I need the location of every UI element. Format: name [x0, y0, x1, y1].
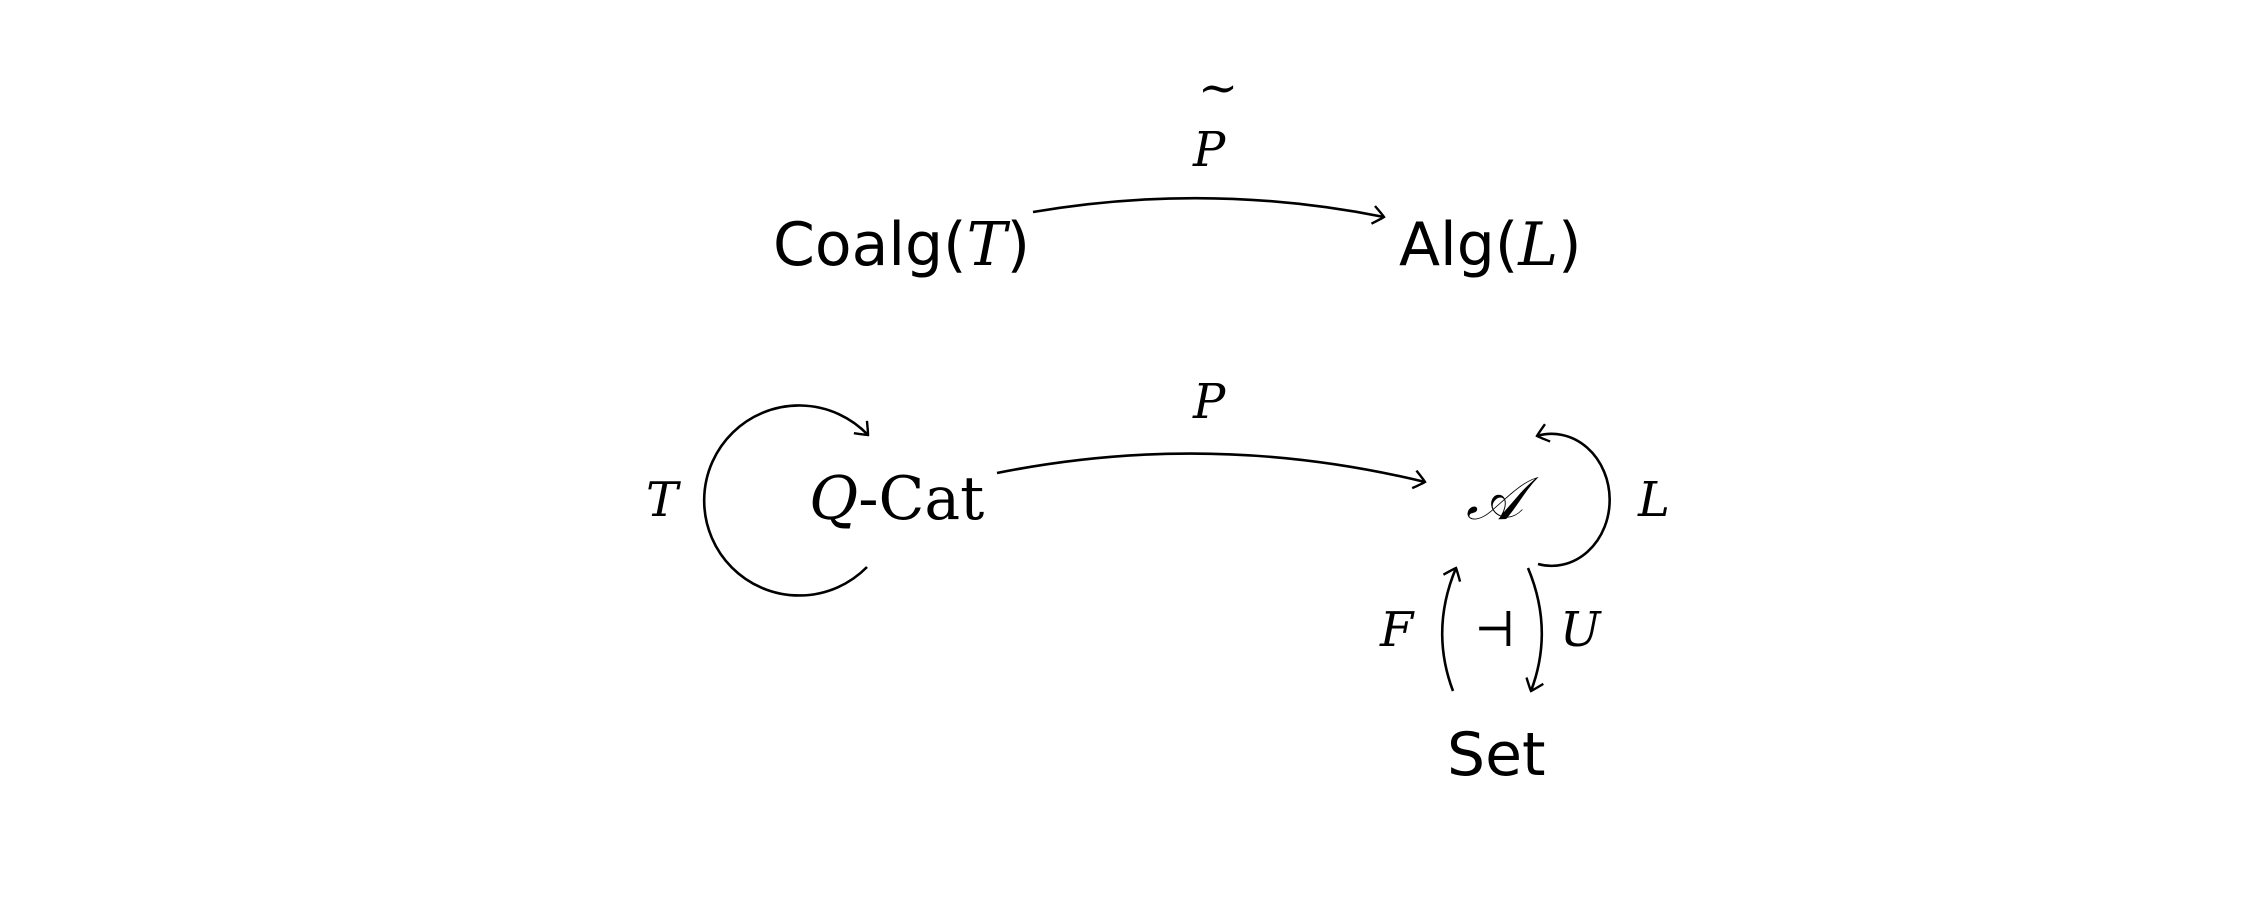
loop-arrow-l — [1535, 423, 1611, 568]
object-coalg-t: Coalg(T) — [773, 210, 1030, 280]
loop-arrow-t — [702, 404, 870, 597]
label-p-tilde-accent: ~ — [1198, 60, 1238, 116]
object-set: Set — [1447, 720, 1546, 790]
arrow-f — [1440, 566, 1462, 692]
object-alg-l: Alg(L) — [1399, 210, 1582, 280]
label-t: T — [646, 472, 681, 528]
object-category-a: 𝒜 — [1466, 464, 1539, 534]
adjunction-symbol: ⊣ — [1474, 602, 1515, 658]
arrow-p — [996, 452, 1427, 490]
label-l: L — [1637, 472, 1670, 528]
label-f: F — [1379, 602, 1415, 658]
label-p: P — [1192, 374, 1226, 430]
object-q-cat: Q-Cat — [809, 464, 984, 534]
label-p-tilde: P — [1192, 122, 1226, 178]
label-u: U — [1560, 602, 1602, 658]
arrow-u — [1525, 567, 1544, 693]
arrow-p-tilde — [1032, 196, 1386, 225]
